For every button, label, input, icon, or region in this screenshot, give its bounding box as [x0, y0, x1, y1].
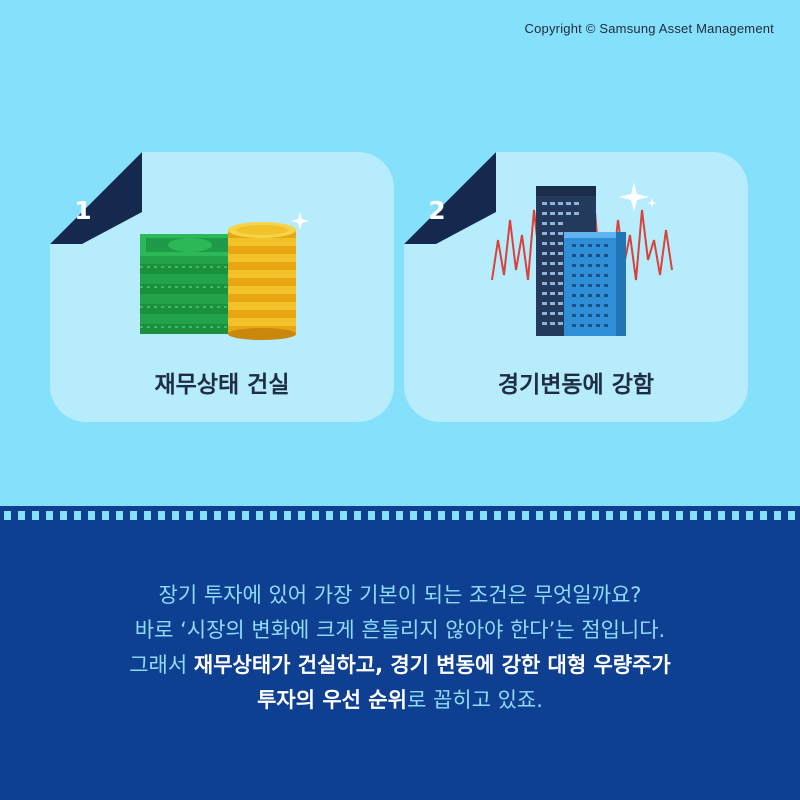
- body-line-4-strong: 투자의 우선 순위: [257, 688, 407, 712]
- body-line-3-plain: 그래서: [129, 653, 194, 677]
- body-line-4-plain: 로 꼽히고 있죠.: [406, 688, 543, 712]
- dash-mark: [634, 511, 641, 520]
- dash-mark: [340, 511, 347, 520]
- bottom-panel: [0, 506, 800, 800]
- dash-mark: [186, 511, 193, 520]
- dash-mark: [564, 511, 571, 520]
- dash-mark: [284, 511, 291, 520]
- dash-mark: [438, 511, 445, 520]
- dash-mark: [508, 511, 515, 520]
- dash-mark: [620, 511, 627, 520]
- dash-mark: [298, 511, 305, 520]
- card-label: 경기변동에 강함: [497, 372, 655, 398]
- card-label: 재무상태 건실: [154, 372, 290, 398]
- body-line-2: 바로 ‘시장의 변화에 크게 흔들리지 않아야 한다’는 점입니다.: [134, 618, 666, 642]
- card-financial-soundness: 1: [50, 152, 394, 422]
- dash-mark: [88, 511, 95, 520]
- dash-mark: [200, 511, 207, 520]
- dash-mark: [102, 511, 109, 520]
- dash-mark: [144, 511, 151, 520]
- dash-mark: [32, 511, 39, 520]
- dash-mark: [746, 511, 753, 520]
- dash-mark: [718, 511, 725, 520]
- dash-mark: [270, 511, 277, 520]
- card-economic-resilience: 2: [404, 152, 748, 422]
- dash-mark: [480, 511, 487, 520]
- dash-mark: [676, 511, 683, 520]
- money-and-coins-icon: [140, 212, 309, 340]
- dash-mark: [74, 511, 81, 520]
- dash-mark: [158, 511, 165, 520]
- dash-mark: [550, 511, 557, 520]
- dash-mark: [424, 511, 431, 520]
- dash-mark: [592, 511, 599, 520]
- copyright-text: Copyright © Samsung Asset Management: [524, 21, 774, 36]
- dash-mark: [172, 511, 179, 520]
- dash-mark: [116, 511, 123, 520]
- dash-mark: [536, 511, 543, 520]
- dash-mark: [410, 511, 417, 520]
- body-line-1: 장기 투자에 있어 가장 기본이 되는 조건은 무엇일까요?: [158, 583, 642, 607]
- dash-mark: [228, 511, 235, 520]
- dash-mark: [704, 511, 711, 520]
- dash-mark: [382, 511, 389, 520]
- number-badge: [404, 152, 496, 244]
- body-line-4: 투자의 우선 순위로 꼽히고 있죠.: [0, 683, 800, 718]
- dash-mark: [648, 511, 655, 520]
- number-badge: [50, 152, 142, 244]
- dash-mark: [214, 511, 221, 520]
- dash-mark: [396, 511, 403, 520]
- dash-mark: [368, 511, 375, 520]
- dash-mark: [522, 511, 529, 520]
- dash-mark: [662, 511, 669, 520]
- dash-mark: [760, 511, 767, 520]
- body-line-3: 그래서 재무상태가 건실하고, 경기 변동에 강한 대형 우량주가: [0, 648, 800, 683]
- dash-mark: [452, 511, 459, 520]
- dash-mark: [690, 511, 697, 520]
- body-line-3-strong: 재무상태가 건실하고, 경기 변동에 강한 대형 우량주가: [193, 653, 671, 677]
- dash-mark: [774, 511, 781, 520]
- dash-mark: [46, 511, 53, 520]
- dash-mark: [242, 511, 249, 520]
- body-paragraph: 장기 투자에 있어 가장 기본이 되는 조건은 무엇일까요? 바로 ‘시장의 변…: [0, 578, 800, 718]
- dash-mark: [60, 511, 67, 520]
- dash-mark: [788, 511, 795, 520]
- dashed-border: [0, 508, 800, 524]
- dash-mark: [312, 511, 319, 520]
- dash-mark: [4, 511, 11, 520]
- dash-mark: [354, 511, 361, 520]
- dash-mark: [578, 511, 585, 520]
- dash-mark: [732, 511, 739, 520]
- dash-mark: [606, 511, 613, 520]
- dash-mark: [494, 511, 501, 520]
- dash-mark: [466, 511, 473, 520]
- dash-mark: [256, 511, 263, 520]
- dash-mark: [18, 511, 25, 520]
- card-number: 2: [428, 196, 446, 225]
- dash-mark: [326, 511, 333, 520]
- buildings-and-chart-icon: [491, 182, 673, 336]
- dash-mark: [130, 511, 137, 520]
- card-number: 1: [74, 196, 92, 225]
